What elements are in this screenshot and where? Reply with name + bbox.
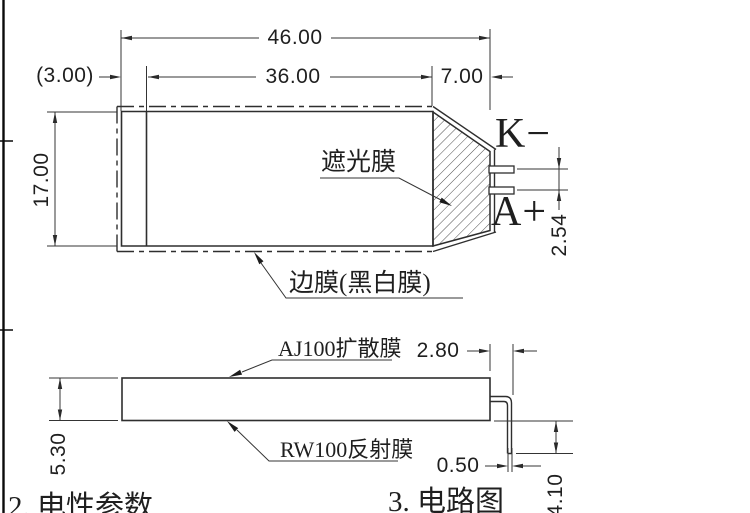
shading-film-label: 遮光膜 (321, 149, 397, 176)
lead-pins-top-view (488, 165, 515, 195)
dim-lead-thickness: 0.50 (436, 454, 480, 477)
diffuser-film-label: AJ100扩散膜 (278, 336, 402, 361)
dimension-arrowheads-top-view (52, 35, 562, 246)
edge-film-leader (254, 252, 463, 299)
section-electrical-params: 2. 电性参数 (8, 491, 154, 513)
dim-lead-pitch: 2.54 (547, 213, 571, 257)
shading-film-leader (320, 177, 452, 206)
top-view-body-outline (120, 110, 434, 247)
dimension-arrowheads-side-view (57, 348, 559, 469)
anode-label: A+ (491, 189, 548, 235)
dim-thickness: 5.30 (46, 432, 70, 476)
dim-lead-length: 4.10 (543, 473, 567, 513)
dimension-lines-top-view (47, 29, 568, 247)
dim-left-margin: (3.00) (36, 64, 94, 87)
page-border-rule (0, 0, 13, 513)
dim-taper-width: 7.00 (440, 65, 484, 88)
lead-pin-side-view (490, 395, 513, 455)
top-view-edge-film-outline (116, 105, 433, 253)
dim-lead-offset: 2.80 (416, 339, 460, 362)
side-view-body-outline (121, 377, 491, 422)
dim-body-width: 36.00 (265, 65, 321, 88)
diffuser-film-leader (229, 359, 392, 377)
reflector-film-leader (227, 421, 398, 462)
section-circuit-diagram: 3. 电路图 (388, 486, 505, 513)
shading-film-hatch-region (432, 110, 491, 247)
reflector-film-label: RW100反射膜 (280, 437, 414, 462)
edge-film-label: 边膜(黑白膜) (289, 270, 431, 297)
dim-total-width: 46.00 (267, 26, 323, 49)
cathode-label: K− (495, 111, 552, 157)
dim-height: 17.00 (29, 152, 53, 208)
